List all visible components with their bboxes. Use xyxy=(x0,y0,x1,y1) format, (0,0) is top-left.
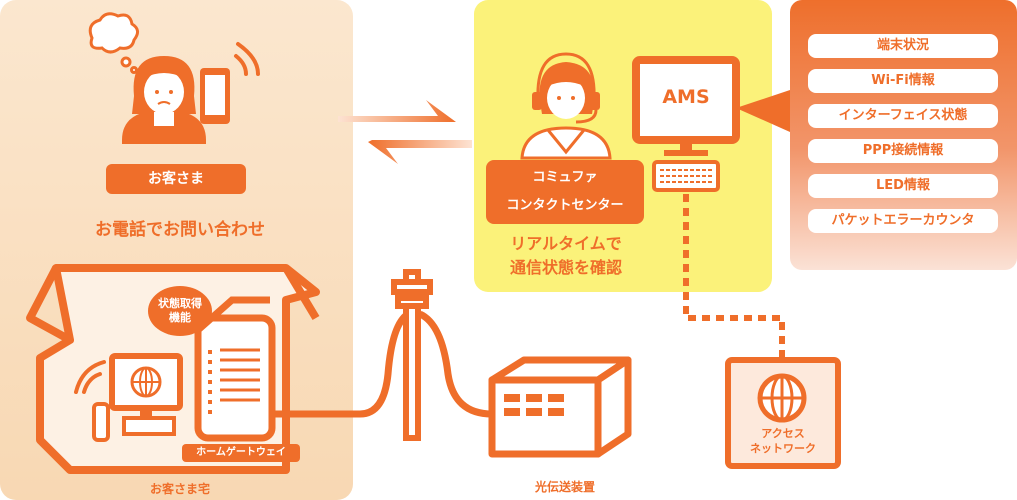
ams-item-ppp-info: PPP接続情報 xyxy=(808,139,998,163)
phone-inquiry-text: お電話でお問い合わせ xyxy=(95,220,265,240)
ams-item-interface-status: インターフェイス状態 xyxy=(808,104,998,128)
desktop-pc-icon xyxy=(109,353,183,436)
wifi-icon xyxy=(74,360,106,394)
access-network-icon xyxy=(725,357,841,469)
fiber-cable xyxy=(272,310,493,418)
two-way-arrows-icon xyxy=(338,100,472,164)
customer-label: お客さま xyxy=(106,164,246,194)
signal-waves-icon xyxy=(234,42,260,76)
status-function-badge: 状態取得 機能 xyxy=(148,286,212,336)
ams-screen-label: AMS xyxy=(662,86,710,108)
optical-transmission-device-icon xyxy=(488,356,632,458)
ams-computer-icon xyxy=(632,56,740,192)
ams-item-led-info: LED情報 xyxy=(808,174,998,198)
thought-bubble-icon xyxy=(88,12,139,74)
customer-person-icon xyxy=(122,56,206,144)
realtime-line1: リアルタイムで xyxy=(510,234,622,253)
home-gateway-label: ホームゲートウェイ xyxy=(182,444,300,462)
access-line2: ネットワーク xyxy=(750,442,816,455)
contact-center-line2: コンタクトセンター xyxy=(506,198,624,213)
ams-item-packet-error-counter: パケットエラーカウンタ xyxy=(808,209,998,233)
callout-pointer xyxy=(736,90,790,132)
access-network-label: アクセス ネットワーク xyxy=(730,426,836,456)
home-gateway-icon xyxy=(194,296,276,442)
status-function-line1: 状態取得 xyxy=(158,297,202,310)
optical-device-label: 光伝送装置 xyxy=(534,480,595,494)
ams-item-wifi-info: Wi-Fi情報 xyxy=(808,69,998,93)
smartphone-icon xyxy=(200,68,230,124)
status-function-line2: 機能 xyxy=(169,311,191,324)
contact-center-line1: コミュファ xyxy=(532,170,598,185)
phone-device-icon xyxy=(92,402,110,442)
ams-item-device-status: 端末状況 xyxy=(808,34,998,58)
realtime-line2: 通信状態を確認 xyxy=(509,258,622,277)
utility-pole-icon xyxy=(391,269,433,441)
access-line1: アクセス xyxy=(761,427,805,440)
operator-person-icon xyxy=(520,52,612,160)
management-dotted-line xyxy=(683,194,785,360)
customer-home-label: お客さま宅 xyxy=(149,482,210,496)
realtime-check-text: リアルタイムで 通信状態を確認 xyxy=(476,232,656,280)
contact-center-label: コミュファ コンタクトセンター xyxy=(486,160,644,224)
